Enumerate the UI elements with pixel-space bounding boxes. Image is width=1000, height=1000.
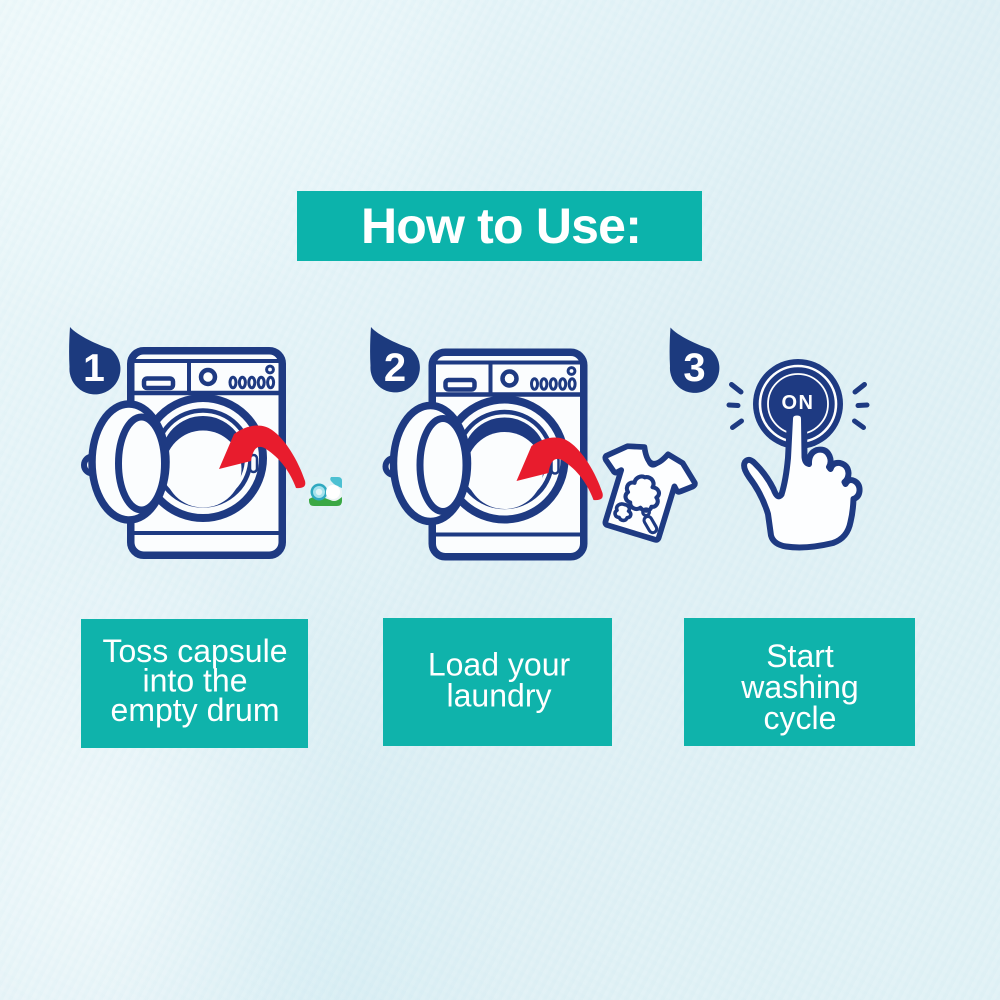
- svg-text:ON: ON: [782, 392, 815, 414]
- svg-text:2: 2: [384, 346, 406, 390]
- svg-text:Start: Start: [766, 638, 834, 674]
- svg-text:Load your: Load your: [428, 647, 571, 683]
- svg-text:empty drum: empty drum: [111, 692, 280, 728]
- svg-text:into the: into the: [143, 663, 248, 699]
- svg-text:cycle: cycle: [764, 700, 837, 736]
- svg-text:laundry: laundry: [447, 678, 552, 714]
- svg-text:3: 3: [683, 346, 705, 390]
- svg-text:1: 1: [83, 347, 105, 390]
- svg-text:Toss capsule: Toss capsule: [103, 633, 288, 669]
- svg-text:washing: washing: [740, 669, 858, 705]
- svg-text:How to Use:: How to Use:: [361, 198, 641, 254]
